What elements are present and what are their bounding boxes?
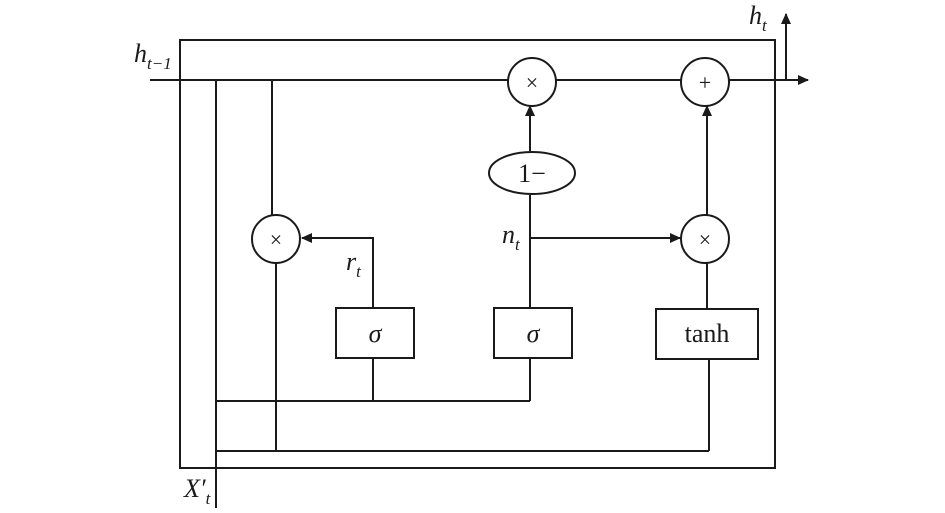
svg-text:×: × xyxy=(270,227,282,252)
tanh-box: tanh xyxy=(655,308,759,360)
sigma-update-box: σ xyxy=(493,307,573,359)
svg-text:×: × xyxy=(526,70,538,95)
multiply-node-reset: × xyxy=(251,214,301,264)
svg-text:×: × xyxy=(699,227,711,252)
svg-text:tanh: tanh xyxy=(685,319,730,348)
label-r-t: rt xyxy=(346,247,362,281)
multiply-node-candidate: × xyxy=(680,214,730,264)
sigma-reset-box: σ xyxy=(335,307,415,359)
svg-text:1−: 1− xyxy=(518,159,546,188)
label-n-t: nt xyxy=(502,220,521,254)
add-node: + xyxy=(680,57,730,107)
label-x-t: X′t xyxy=(183,474,212,508)
svg-text:σ: σ xyxy=(527,319,541,348)
label-h-prev: ht−1 xyxy=(134,39,172,73)
multiply-node-top: × xyxy=(507,57,557,107)
one-minus-node: 1− xyxy=(488,151,576,195)
label-h-t: ht xyxy=(749,1,768,35)
svg-text:σ: σ xyxy=(369,319,383,348)
svg-text:+: + xyxy=(699,70,711,95)
reset-signal-arrow xyxy=(301,233,374,308)
cell-boundary xyxy=(179,39,776,469)
